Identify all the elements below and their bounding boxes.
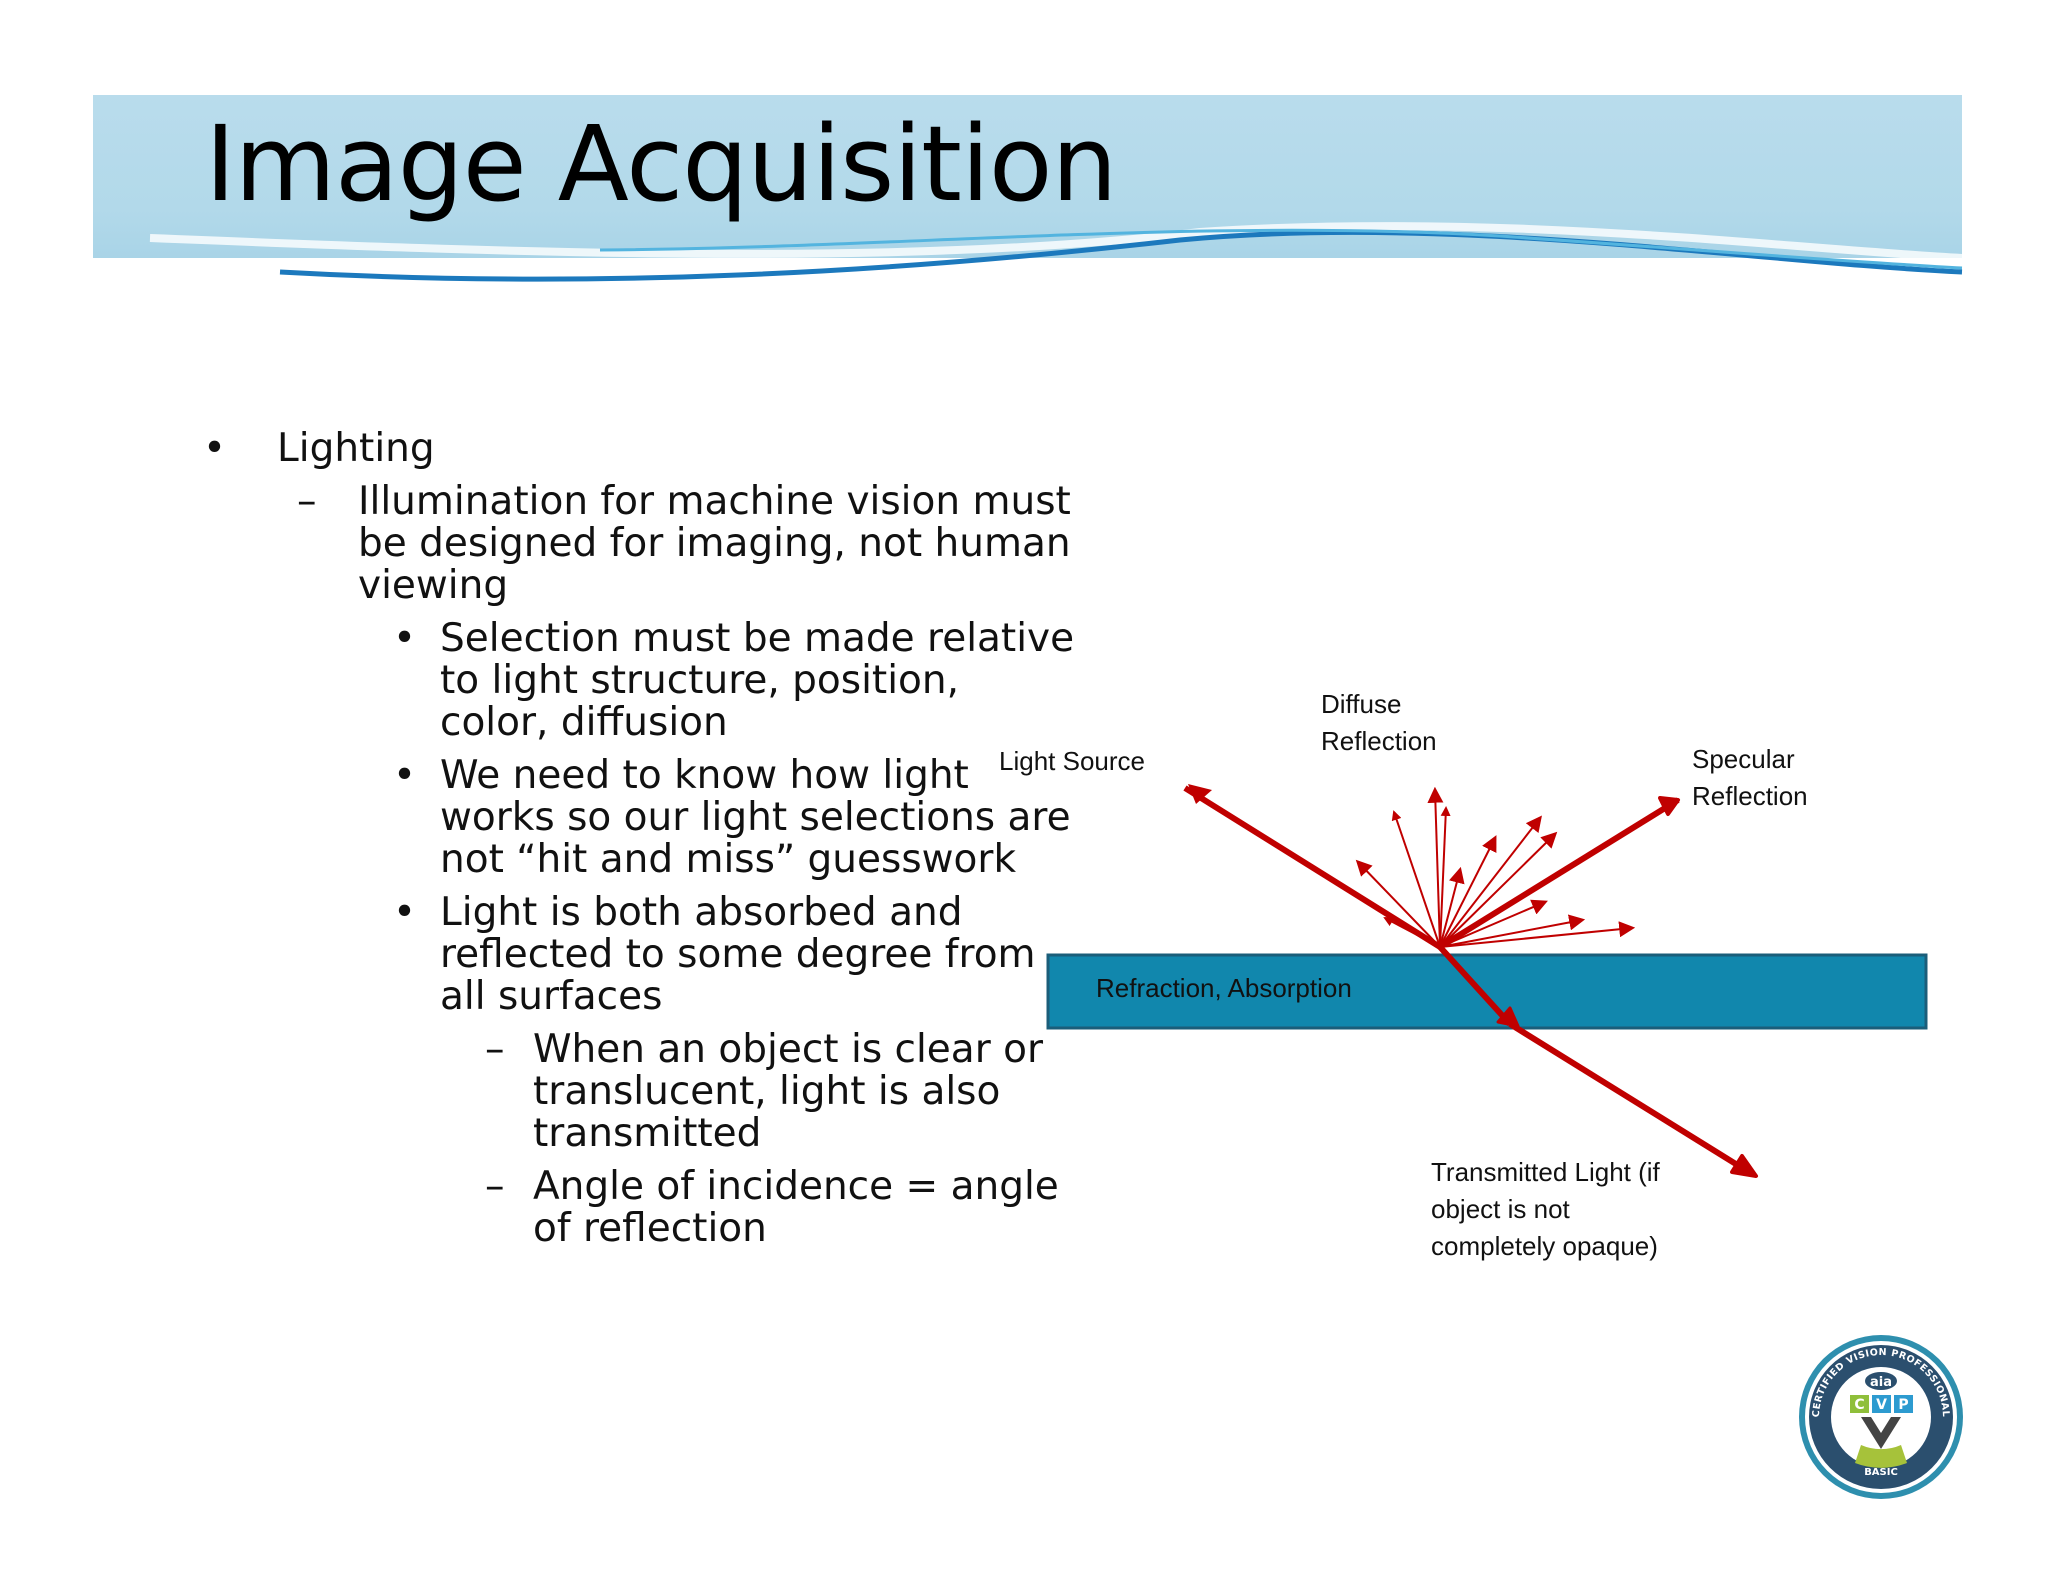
transmitted-ray	[1508, 1021, 1754, 1177]
surface-object	[1046, 953, 1928, 1030]
diffuse-ray	[1439, 921, 1636, 948]
badge-letter: V	[1876, 1397, 1887, 1413]
badge-brand: aia	[1870, 1375, 1892, 1390]
diffuse-ray	[1439, 806, 1451, 948]
diffuse-ray	[1427, 786, 1444, 948]
diffuse-ray	[1355, 859, 1441, 948]
text-line: to light structure, position,	[440, 658, 960, 703]
text-line: Light is both absorbed and	[440, 890, 963, 935]
transmitted-arrowhead	[1730, 1154, 1758, 1178]
dash-marker: –	[297, 479, 317, 524]
specular-arrowhead	[1658, 796, 1680, 816]
badge-letter: P	[1898, 1397, 1908, 1413]
diffuse-ray	[1439, 914, 1586, 948]
text-line: Selection must be made relative	[440, 616, 1075, 661]
label-specular-reflection: Specular Reflection	[1692, 744, 1808, 811]
diffuse-ray	[1439, 866, 1465, 948]
refracted-ray	[1437, 944, 1513, 1027]
title-banner	[93, 95, 1962, 258]
bullet-marker: •	[393, 753, 417, 798]
specular-ray	[1438, 797, 1680, 950]
bullet-marker: •	[393, 616, 417, 661]
text-line: all surfaces	[440, 974, 663, 1019]
badge-letter: C	[1854, 1397, 1864, 1413]
incident-ray	[1183, 785, 1442, 950]
label-diffuse-reflection: Diffuse Reflection	[1321, 689, 1437, 756]
incident-arrowhead	[1188, 784, 1212, 804]
label-refraction-absorption: Refraction, Absorption	[1096, 973, 1352, 1003]
text-line: of reflection	[533, 1206, 767, 1251]
bullet-marker: •	[393, 890, 417, 935]
bullet-marker: •	[203, 426, 227, 471]
cvp-basic-badge-icon: C V P aia CERTIFIED VISION PROFESSIONAL …	[1799, 1335, 1963, 1499]
label-transmitted-light: Transmitted Light (if object is not comp…	[1431, 1157, 1660, 1261]
bullet-lighting: Lighting	[277, 426, 435, 471]
text-line: viewing	[358, 563, 509, 608]
refracted-arrowhead	[1496, 1006, 1520, 1028]
dash-marker: –	[485, 1164, 505, 1209]
text-line: not “hit and miss” guesswork	[440, 837, 1017, 882]
text-line: We need to know how light	[440, 753, 969, 798]
text-line: works so our light selections are	[440, 795, 1071, 840]
text-line: transmitted	[533, 1111, 762, 1156]
text-line: Illumination for machine vision must	[358, 479, 1071, 524]
text-line: Angle of incidence = angle	[533, 1164, 1059, 1209]
dash-marker: –	[485, 1027, 505, 1072]
badge-level: BASIC	[1864, 1467, 1898, 1478]
text-line: be designed for imaging, not human	[358, 521, 1071, 566]
diffuse-ray	[1391, 810, 1441, 948]
diffuse-ray	[1439, 831, 1558, 948]
text-line: translucent, light is also	[533, 1069, 1001, 1114]
text-line: color, diffusion	[440, 700, 728, 745]
text-line: reflected to some degree from	[440, 932, 1036, 977]
diffuse-ray	[1439, 815, 1542, 948]
diffuse-ray	[1439, 835, 1497, 948]
label-light-source: Light Source	[999, 746, 1145, 776]
slide-title: Image Acquisition	[205, 103, 1117, 225]
text-line: When an object is clear or	[533, 1027, 1044, 1072]
